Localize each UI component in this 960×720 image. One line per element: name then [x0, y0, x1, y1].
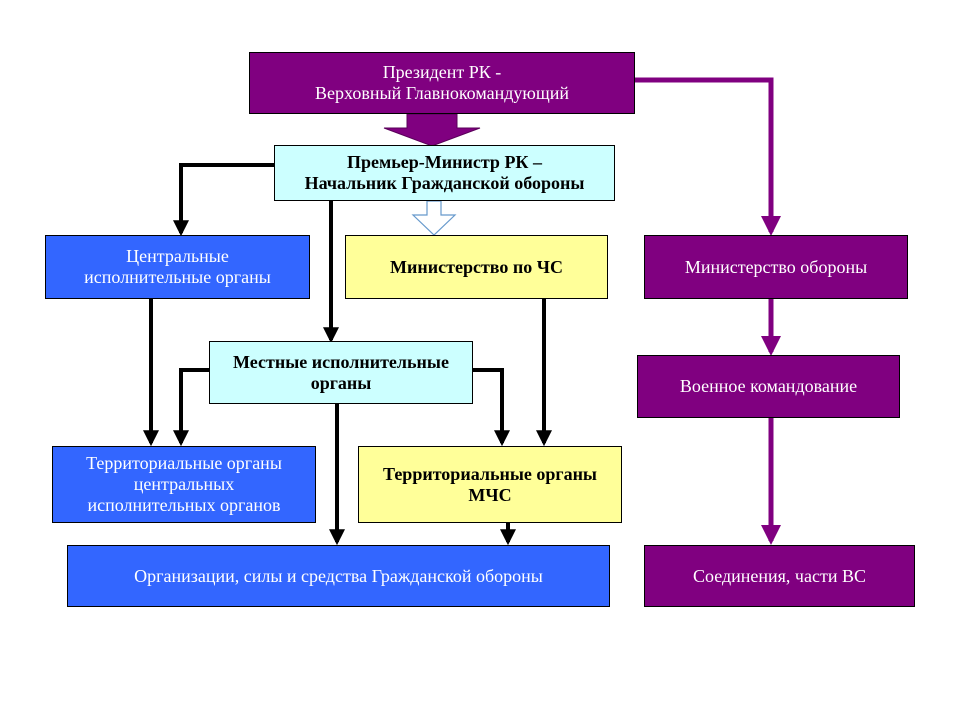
president-line-1: Президент РК - — [382, 62, 502, 82]
local-bodies-line-1: Местные исполнительные — [233, 351, 449, 372]
arrow-premier-to-central-bodies — [173, 163, 274, 237]
territorial-central-line-2: центральных — [133, 474, 235, 494]
premier-box: Премьер-Министр РК –Начальник Гражданско… — [274, 145, 615, 201]
territorial-central-line-1: Территориальные органы — [86, 453, 282, 473]
central-bodies-line-2: исполнительные органы — [84, 267, 271, 287]
emergency-ministry-box: Министерство по ЧС — [345, 235, 608, 299]
armed-forces-units-line-1: Соединения, части ВС — [693, 565, 866, 586]
central-bodies-line-1: Центральные — [126, 246, 229, 266]
defense-ministry-box: Министерство обороны — [644, 235, 908, 299]
military-command-box: Военное командование — [637, 355, 900, 418]
emergency-ministry-line-1: Министерство по ЧС — [390, 256, 563, 277]
premier-line-1: Премьер-Министр РК – — [347, 152, 542, 172]
territorial-emergency-line-1: Территориальные органы — [383, 463, 597, 484]
premier-line-2: Начальник Гражданской обороны — [304, 173, 585, 193]
local-bodies-line-2: органы — [310, 372, 372, 393]
arrow-local-to-territorial-central — [173, 368, 210, 447]
block-arrow-president-to-premier — [383, 113, 481, 147]
arrow-president-to-defense — [635, 77, 781, 236]
president-line-2: Верховный Главнокомандующий — [315, 83, 569, 103]
military-command-line-1: Военное командование — [679, 376, 858, 396]
armed-forces-units-box: Соединения, части ВС — [644, 545, 915, 607]
territorial-emergency-line-2: МЧС — [468, 484, 512, 505]
president-box: Президент РК -Верховный Главнокомандующи… — [249, 52, 635, 114]
arrow-local-to-territorial-emergency — [473, 368, 510, 447]
defense-ministry-line-1: Министерство обороны — [684, 256, 868, 277]
hollow-arrow-premier-to-emergency — [411, 200, 457, 236]
civil-defense-forces-box: Организации, силы и средства Гражданской… — [67, 545, 610, 607]
civil-defense-forces-line-1: Организации, силы и средства Гражданской… — [134, 565, 543, 586]
territorial-central-line-3: исполнительных органов — [87, 495, 281, 515]
